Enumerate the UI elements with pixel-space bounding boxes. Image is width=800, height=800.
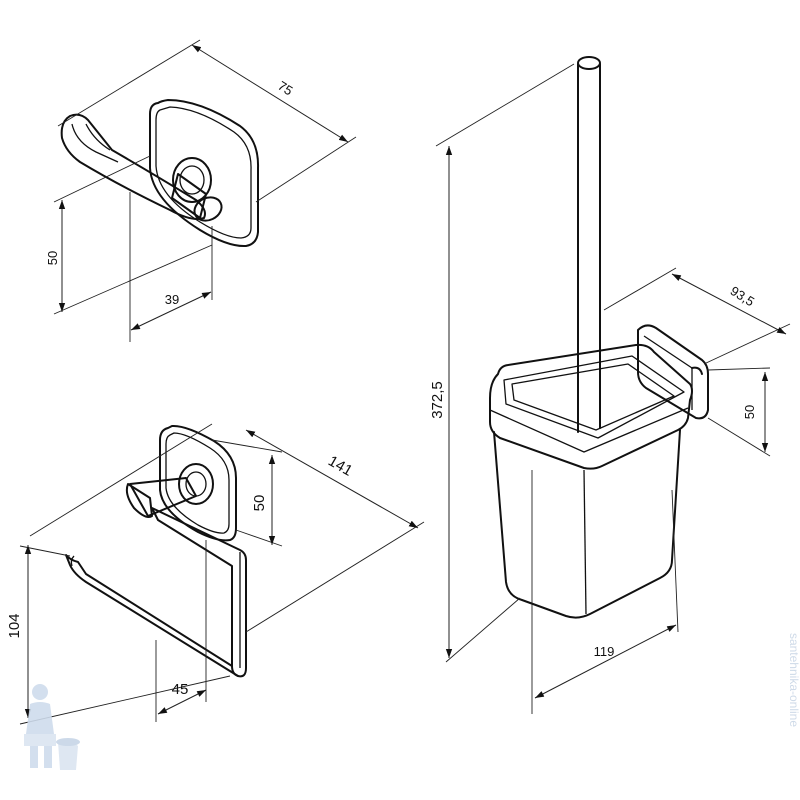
toilet-brush-part	[489, 56, 709, 619]
paper-holder-drawing: 141 50 104 45	[6, 423, 425, 725]
brush-height-label: 372,5	[429, 381, 446, 419]
brush-cup-width-label: 119	[594, 644, 615, 659]
watermark-text: santehnika-online	[787, 633, 800, 727]
holder-height-dimension: 104	[6, 545, 231, 725]
hook-depth-dimension: 39	[129, 192, 213, 342]
paper-holder-part	[65, 424, 247, 678]
robe-hook-part	[60, 99, 260, 248]
brush-plate-height-label: 50	[742, 405, 757, 419]
holder-width-dimension: 141	[29, 423, 425, 633]
holder-height-label: 104	[6, 613, 23, 638]
holder-depth-label: 45	[172, 681, 189, 698]
robe-hook-drawing: 75 50 39	[45, 39, 357, 342]
brush-height-dimension: 372,5	[429, 63, 575, 663]
holder-depth-dimension: 45	[155, 540, 207, 722]
holder-plate-height-label: 50	[251, 495, 268, 512]
plumber-logo-icon	[24, 684, 80, 770]
hook-depth-label: 39	[165, 292, 179, 307]
watermark: santehnika-online	[24, 633, 800, 770]
brush-plate-height-dimension: 50	[707, 367, 771, 457]
hook-height-dimension: 50	[45, 155, 213, 315]
hook-height-label: 50	[45, 251, 60, 265]
toilet-brush-drawing: 372,5 93,5 50 119	[429, 56, 791, 714]
holder-width-label: 141	[325, 452, 355, 479]
holder-plate-height-dimension: 50	[211, 439, 283, 547]
hook-width-label: 75	[275, 78, 295, 98]
brush-projection-dimension: 93,5	[603, 267, 791, 365]
brush-cup-width-dimension: 119	[531, 470, 679, 714]
hook-width-dimension: 75	[57, 39, 357, 203]
